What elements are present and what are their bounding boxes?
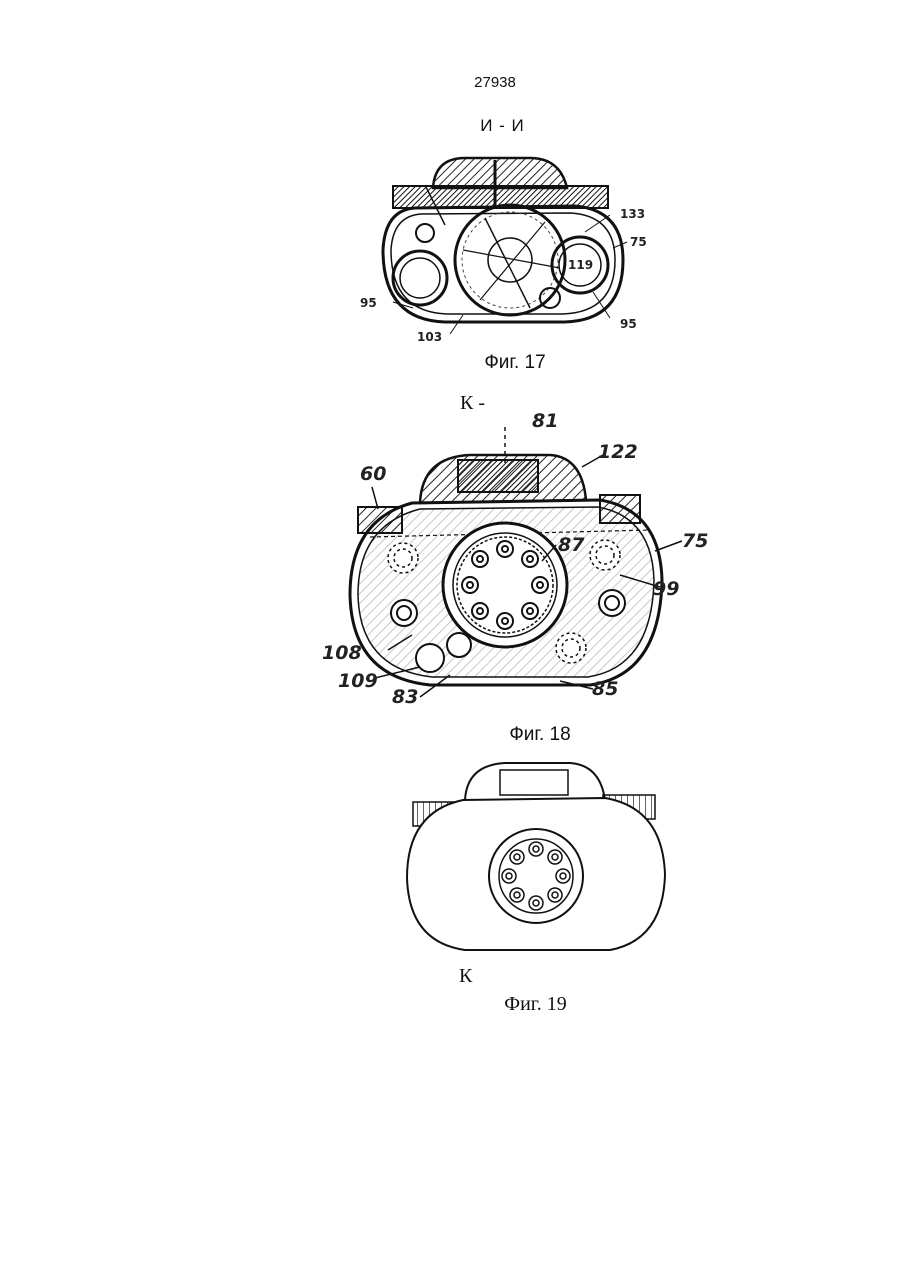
fig17-label-75: 75 — [630, 235, 647, 249]
page-number: 27938 — [0, 74, 900, 91]
fig18-label-122: 122 — [598, 441, 638, 463]
fig17-label-119: 119 — [568, 258, 593, 272]
fig18-label-85: 85 — [592, 678, 618, 700]
fig18-label-83: 83 — [392, 686, 418, 708]
fig17-caption: Фиг. 17 — [0, 352, 900, 374]
figure-19-drawing — [405, 760, 665, 955]
figure-18-drawing: 81 122 60 75 87 99 108 109 83 85 — [320, 405, 720, 710]
fig18-label-75: 75 — [682, 530, 708, 552]
fig17-label-95-right: 95 — [620, 317, 637, 331]
fig17-label-95-left: 95 — [360, 296, 377, 310]
fig18-label-99: 99 — [653, 578, 679, 600]
figure-17-drawing: 133 75 119 95 95 103 — [355, 150, 655, 350]
fig17-view-label: И - И — [0, 116, 900, 136]
fig17-label-103: 103 — [417, 330, 442, 344]
fig18-label-60: 60 — [360, 463, 386, 485]
fig18-label-108: 108 — [322, 642, 362, 664]
fig19-caption: Фиг. 19 — [0, 993, 900, 1016]
fig18-label-81: 81 — [532, 410, 558, 432]
fig18-label-87: 87 — [558, 534, 585, 556]
fig17-label-133: 133 — [620, 207, 645, 221]
fig18-label-109: 109 — [338, 670, 378, 692]
fig19-view-label: К — [459, 965, 472, 988]
fig18-caption: Фиг. 18 — [0, 724, 900, 746]
